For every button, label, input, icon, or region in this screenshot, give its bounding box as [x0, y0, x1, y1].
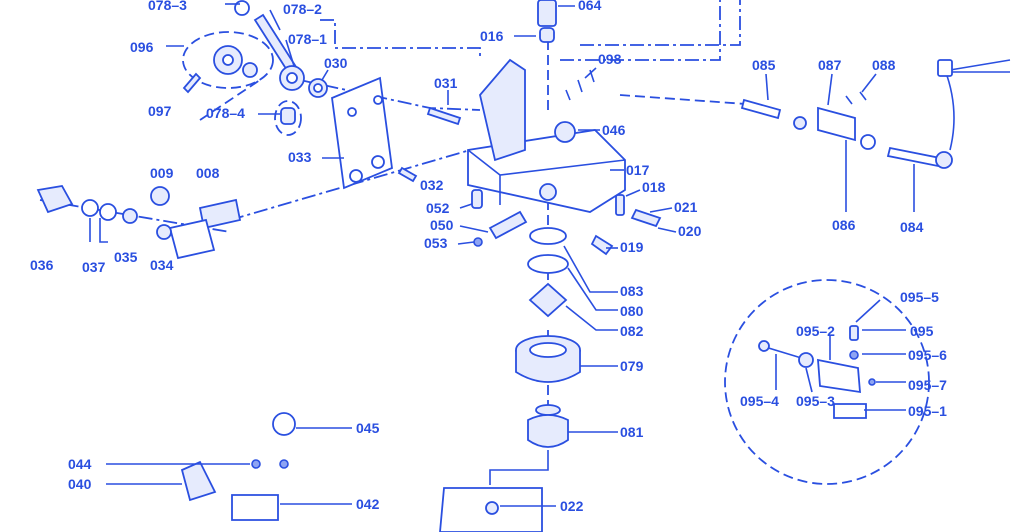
label-097: 097	[148, 103, 172, 119]
part-088	[845, 91, 867, 105]
part-080	[527, 254, 569, 274]
part-095-2	[817, 358, 861, 394]
part-internal-mechanism	[479, 58, 526, 162]
label-084: 084	[900, 219, 924, 235]
label-021: 021	[674, 199, 698, 215]
part-095-5	[849, 325, 859, 341]
part-045	[272, 412, 296, 436]
label-095: 095	[910, 323, 934, 339]
label-044: 044	[68, 456, 92, 472]
part-031	[426, 106, 462, 126]
part-018	[615, 194, 625, 216]
label-042: 042	[356, 496, 380, 512]
label-078-4: 078–4	[206, 105, 245, 121]
part-035	[122, 208, 138, 224]
parts	[36, 0, 1011, 532]
part-042	[231, 494, 279, 521]
part-032	[397, 166, 418, 183]
part-095-6	[849, 350, 859, 360]
part-078-4	[280, 107, 296, 125]
part-087	[817, 106, 856, 142]
part-009	[150, 186, 170, 206]
label-035: 035	[114, 249, 138, 265]
part-044	[251, 459, 261, 469]
label-031: 031	[434, 75, 458, 91]
label-053: 053	[424, 235, 448, 251]
label-095-5: 095–5	[900, 289, 939, 305]
label-086: 086	[832, 217, 856, 233]
label-045: 045	[356, 420, 380, 436]
label-087: 087	[818, 57, 842, 73]
part-046	[554, 121, 576, 143]
label-009: 009	[150, 165, 174, 181]
part-037	[81, 199, 99, 217]
part-081	[535, 404, 561, 416]
label-040: 040	[68, 476, 92, 492]
group-ellipse-078-4	[274, 100, 302, 136]
label-095-7: 095–7	[908, 377, 947, 393]
label-030: 030	[324, 55, 348, 71]
part-labels: 078–3 078–2 078–1 096 030 097 078–4 031 …	[30, 0, 947, 514]
label-078-3: 078–3	[148, 0, 187, 13]
part-040	[180, 460, 217, 502]
label-008: 008	[196, 165, 220, 181]
part-052	[471, 189, 483, 209]
label-095-3: 095–3	[796, 393, 835, 409]
label-064: 064	[578, 0, 602, 13]
label-095-1: 095–1	[908, 403, 947, 419]
label-085: 085	[752, 57, 776, 73]
part-085	[740, 98, 782, 120]
label-037: 037	[82, 259, 106, 275]
label-080: 080	[620, 303, 644, 319]
part-095-1	[833, 403, 867, 419]
label-098: 098	[598, 51, 622, 67]
part-019	[590, 234, 614, 256]
label-022: 022	[560, 498, 584, 514]
part-064	[537, 0, 557, 27]
label-017: 017	[626, 162, 650, 178]
part-095-7	[868, 378, 876, 386]
detail-circle-095	[724, 279, 930, 485]
label-019: 019	[620, 239, 644, 255]
label-032: 032	[420, 177, 444, 193]
part-097	[182, 72, 202, 94]
part-083	[529, 227, 567, 245]
part-036	[36, 185, 74, 214]
label-083: 083	[620, 283, 644, 299]
label-016: 016	[480, 28, 504, 44]
label-095-2: 095–2	[796, 323, 835, 339]
label-088: 088	[872, 57, 896, 73]
label-078-1: 078–1	[288, 31, 327, 47]
label-082: 082	[620, 323, 644, 339]
leader-lines	[89, 3, 915, 507]
label-078-2: 078–2	[283, 1, 322, 17]
label-050: 050	[430, 217, 454, 233]
part-016	[539, 27, 555, 43]
label-095-4: 095–4	[740, 393, 779, 409]
part-cable	[944, 59, 1011, 151]
label-018: 018	[642, 179, 666, 195]
label-046: 046	[602, 122, 626, 138]
label-020: 020	[678, 223, 702, 239]
label-096: 096	[130, 39, 154, 55]
label-081: 081	[620, 424, 644, 440]
part-034	[168, 218, 216, 260]
part-095-3	[798, 352, 814, 368]
group-ellipse-096	[182, 31, 274, 89]
label-033: 033	[288, 149, 312, 165]
part-082	[528, 282, 568, 318]
label-079: 079	[620, 358, 644, 374]
label-034: 034	[150, 257, 174, 273]
part-050	[488, 210, 528, 240]
part-033	[331, 76, 393, 190]
part-095-4	[758, 340, 770, 352]
part-084	[886, 146, 942, 168]
label-036: 036	[30, 257, 54, 273]
part-021	[630, 208, 662, 228]
part-053	[473, 237, 483, 247]
label-095-6: 095–6	[908, 347, 947, 363]
label-052: 052	[426, 200, 450, 216]
